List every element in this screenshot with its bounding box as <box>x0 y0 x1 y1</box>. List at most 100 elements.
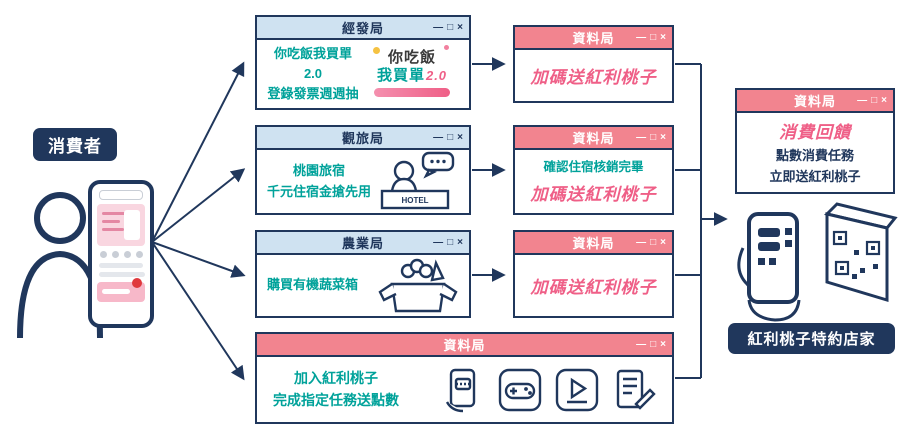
minimize-icon: — <box>636 339 647 350</box>
window-data-bureau-bonus-3: 資料局 — □ × 加碼送紅利桃子 <box>513 230 674 318</box>
decoration-dot <box>373 47 380 54</box>
person-icon <box>17 192 103 339</box>
window-titlebar: 資料局 — □ × <box>257 334 672 357</box>
close-icon: × <box>660 132 666 143</box>
close-icon: × <box>457 22 463 33</box>
window-data-bureau-tasks: 資料局 — □ × 加入紅利桃子 完成指定任務送點數 <box>255 332 674 424</box>
promo-text: 購買有機蔬菜箱 <box>267 275 358 295</box>
voucher-phone-icon <box>445 368 476 412</box>
window-controls: — □ × <box>636 232 666 253</box>
minimize-icon: — <box>433 237 444 248</box>
minimize-icon: — <box>636 132 647 143</box>
window-titlebar: 資料局 — □ × <box>515 27 672 50</box>
hotel-receptionist-icon: HOTEL <box>380 151 455 209</box>
window-data-bureau-feedback: 資料局 — □ × 消費回饋 點數消費任務 立即送紅利桃子 <box>735 88 895 194</box>
feedback-headline: 消費回饋 <box>779 123 851 143</box>
window-title: 資料局 <box>572 131 615 146</box>
window-titlebar: 經發局 — □ × <box>257 17 469 40</box>
window-controls: — □ × <box>636 334 666 355</box>
window-agriculture-bureau: 農業局 — □ × 購買有機蔬菜箱 <box>255 230 471 318</box>
task-icons-row <box>441 367 656 413</box>
window-controls: — □ × <box>636 127 666 148</box>
confirm-text: 確認住宿核銷完畢 <box>543 159 644 174</box>
app-icon-row <box>95 251 147 258</box>
window-title: 農業局 <box>341 236 384 251</box>
maximize-icon: □ <box>650 32 657 43</box>
feedback-line: 點數消費任務 <box>775 148 854 164</box>
video-player-icon <box>555 368 599 411</box>
window-data-bureau-bonus-2: 資料局 — □ × 確認住宿核銷完畢 加碼送紅利桃子 <box>513 125 674 215</box>
hotel-sign-text: HOTEL <box>401 196 428 205</box>
close-icon: × <box>881 95 887 106</box>
window-titlebar: 資料局 — □ × <box>515 232 672 255</box>
maximize-icon: □ <box>650 132 657 143</box>
close-icon: × <box>457 132 463 143</box>
logo-line: 我買單2.0 <box>376 66 448 84</box>
window-title: 觀旅局 <box>341 131 384 146</box>
close-icon: × <box>660 339 666 350</box>
merchant-scan-figure <box>733 196 899 327</box>
window-controls: — □ × <box>433 127 463 148</box>
window-controls: — □ × <box>857 90 887 111</box>
promo-line: 千元住宿金搶先用 <box>267 183 372 199</box>
app-promo-card <box>97 204 145 246</box>
minimize-icon: — <box>433 132 444 143</box>
close-icon: × <box>457 237 463 248</box>
merchant-label: 紅利桃子特約店家 <box>728 323 895 354</box>
decoration-dot <box>444 45 449 50</box>
bonus-text: 加碼送紅利桃子 <box>530 185 657 205</box>
app-promo-image <box>124 210 140 240</box>
promo-line: 購買有機蔬菜箱 <box>267 277 359 293</box>
window-controls: — □ × <box>433 232 463 253</box>
you-eat-i-pay-logo: 你吃飯 我買單2.0 <box>365 44 459 104</box>
consumer-label: 消費者 <box>33 128 117 161</box>
vegetable-box-icon <box>378 258 458 312</box>
promo-line: 你吃飯我買單2.0 <box>273 45 352 81</box>
maximize-icon: □ <box>650 237 657 248</box>
window-controls: — □ × <box>433 17 463 38</box>
minimize-icon: — <box>857 95 868 106</box>
promo-text: 桃園旅宿 千元住宿金搶先用 <box>267 161 371 201</box>
app-list-item <box>99 272 145 277</box>
window-title: 資料局 <box>443 338 486 353</box>
window-title: 資料局 <box>572 31 615 46</box>
promo-line: 完成指定任務送點數 <box>273 391 399 408</box>
window-title: 經發局 <box>341 21 384 36</box>
promo-line: 桃園旅宿 <box>293 163 346 179</box>
window-titlebar: 觀旅局 — □ × <box>257 127 469 150</box>
window-economic-development-bureau: 經發局 — □ × 你吃飯我買單2.0 登錄發票週週抽 你吃飯 我買單2.0 <box>255 15 471 110</box>
feedback-text: 點數消費任務 立即送紅利桃子 <box>769 146 860 186</box>
app-footer-banner <box>97 278 145 302</box>
notification-badge <box>132 278 142 288</box>
bonus-text: 加碼送紅利桃子 <box>530 278 657 297</box>
ribbon-decoration <box>374 87 450 97</box>
survey-icon <box>616 369 656 410</box>
window-tourism-bureau: 觀旅局 — □ × 桃園旅宿 千元住宿金搶先用 <box>255 125 471 215</box>
logo-version: 2.0 <box>425 67 448 83</box>
promo-line: 登錄發票週週抽 <box>267 86 359 102</box>
window-titlebar: 農業局 — □ × <box>257 232 469 255</box>
window-data-bureau-bonus-1: 資料局 — □ × 加碼送紅利桃子 <box>513 25 674 103</box>
consumer-figure <box>16 188 116 343</box>
window-titlebar: 資料局 — □ × <box>737 90 893 113</box>
window-title: 資料局 <box>793 94 836 109</box>
close-icon: × <box>660 32 666 43</box>
maximize-icon: □ <box>650 339 657 350</box>
promo-text: 你吃飯我買單2.0 登錄發票週週抽 <box>267 44 359 104</box>
hand-scanning-qr-code-icon <box>737 202 898 322</box>
game-controller-icon <box>498 368 542 411</box>
maximize-icon: □ <box>447 132 454 143</box>
close-icon: × <box>660 237 666 248</box>
smartphone-app-mockup <box>88 180 154 328</box>
app-search-bar <box>99 190 143 200</box>
minimize-icon: — <box>433 22 444 33</box>
window-title: 資料局 <box>572 236 615 251</box>
promo-line: 加入紅利桃子 <box>294 369 378 386</box>
maximize-icon: □ <box>447 237 454 248</box>
window-controls: — □ × <box>636 27 666 48</box>
feedback-line: 立即送紅利桃子 <box>769 168 861 184</box>
promo-text: 加入紅利桃子 完成指定任務送點數 <box>273 368 399 411</box>
maximize-icon: □ <box>447 22 454 33</box>
bonus-text: 加碼送紅利桃子 <box>530 68 657 87</box>
